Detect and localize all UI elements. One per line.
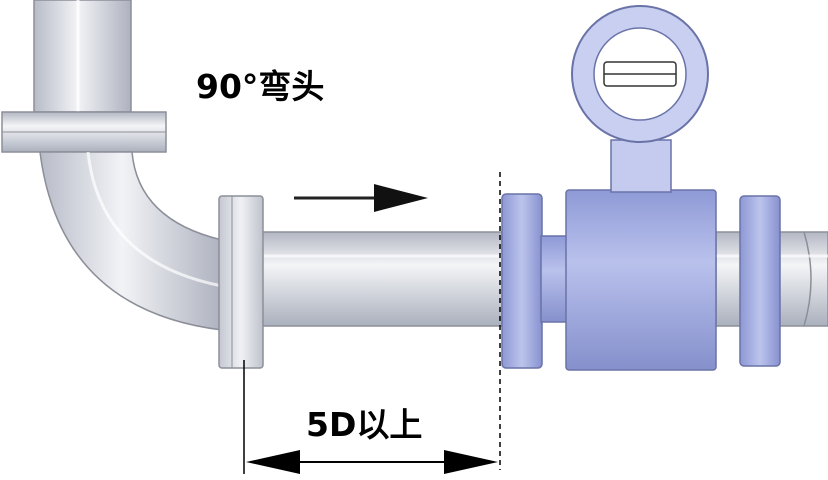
meter-body xyxy=(565,189,717,371)
elbow-label: 90°弯头 xyxy=(196,67,325,106)
straight-pipe xyxy=(261,231,503,327)
top-flange xyxy=(1,111,167,153)
meter-outlet-flange xyxy=(739,195,781,367)
vertical-pipe xyxy=(33,0,132,113)
pipe-flange xyxy=(218,195,264,369)
meter-stem xyxy=(610,139,672,193)
dimension-double-arrow-icon xyxy=(246,450,498,474)
flow-direction-arrow-icon xyxy=(294,184,428,212)
distance-label: 5D以上 xyxy=(306,405,423,444)
flow-meter xyxy=(501,5,781,371)
meter-inlet-flange xyxy=(501,193,543,369)
meter-neck-left xyxy=(540,235,568,323)
elbow-bend xyxy=(39,151,223,331)
